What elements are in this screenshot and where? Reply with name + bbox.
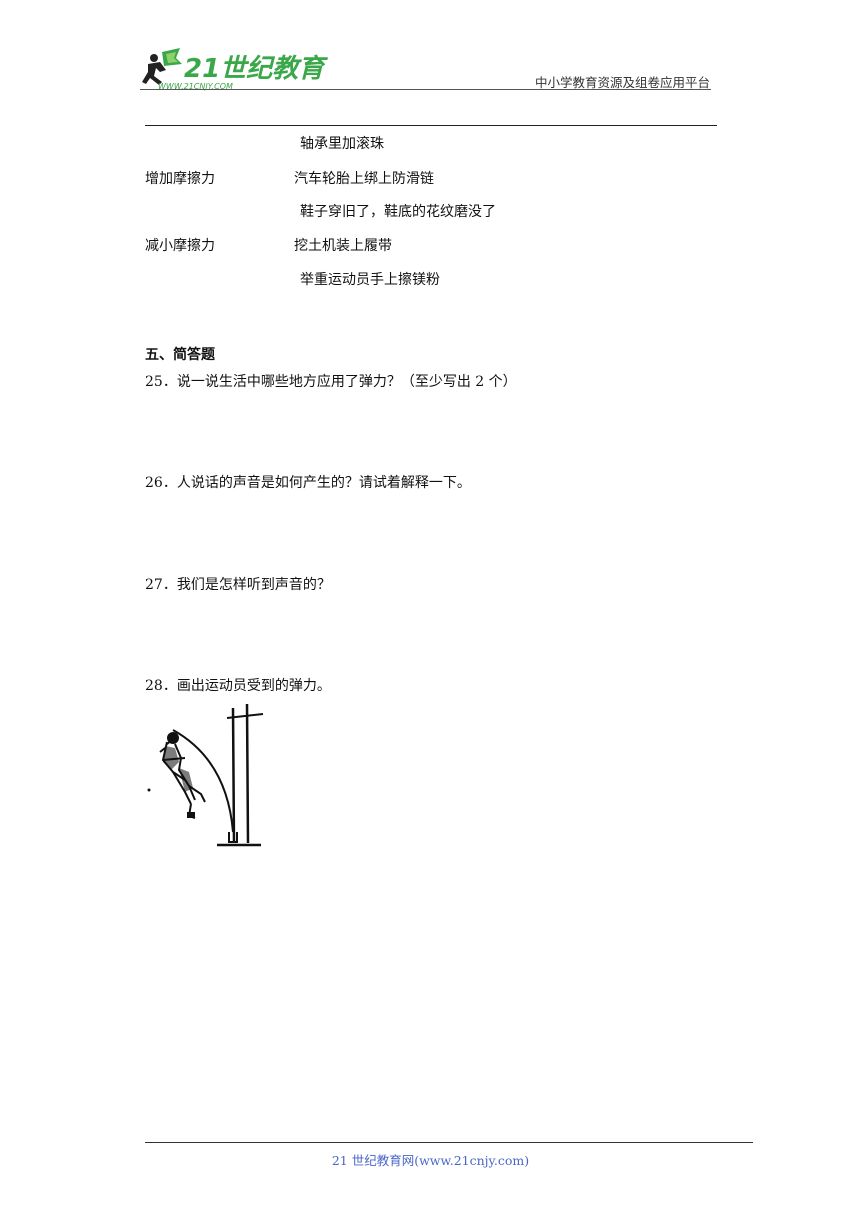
question-28: 28．画出运动员受到的弹力。 [145,678,331,694]
content-top-rule [145,125,717,126]
footer-divider [145,1142,753,1143]
header-divider [140,89,711,90]
match-item-3: 鞋子穿旧了，鞋底的花纹磨没了 [300,204,496,220]
match-item-2: 汽车轮胎上绑上防滑链 [294,171,434,187]
site-logo: 21世纪教育 WWW.21CNJY.COM [140,44,328,92]
header-platform-text: 中小学教育资源及组卷应用平台 [534,75,710,90]
question-27: 27．我们是怎样听到声音的？ [145,577,331,593]
match-item-4: 挖土机装上履带 [294,238,392,254]
question-26: 26．人说话的声音是如何产生的？请试着解释一下。 [145,475,471,491]
pole-vault-illustration [145,700,270,850]
question-25: 25．说一说生活中哪些地方应用了弹力？（至少写出 2 个） [145,374,517,390]
match-category-increase: 增加摩擦力 [145,171,215,187]
section-title: 五、简答题 [145,347,215,363]
logo-text: 21世纪教育 [184,54,328,84]
match-item-5: 举重运动员手上擦镁粉 [300,272,440,288]
logo-url: WWW.21CNJY.COM [158,82,233,91]
match-category-decrease: 减小摩擦力 [145,238,215,254]
footer-site-link[interactable]: 21 世纪教育网(www.21cnjy.com) [331,1153,530,1168]
match-item-1: 轴承里加滚珠 [300,136,384,152]
